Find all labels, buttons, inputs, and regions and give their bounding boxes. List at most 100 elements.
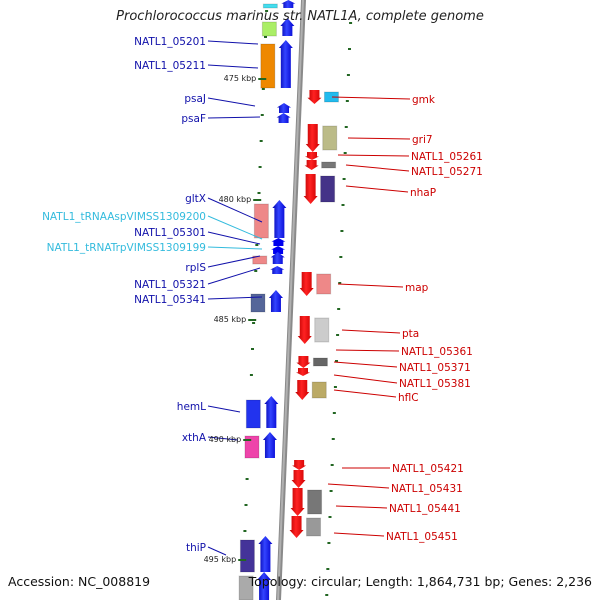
gene-arrow-forward[interactable]: [295, 380, 310, 400]
leader-line: [341, 329, 401, 334]
gene-label-left[interactable]: hemL: [177, 401, 206, 413]
gene-annotation-box[interactable]: [314, 317, 330, 343]
gene-annotation-box[interactable]: [245, 399, 261, 429]
minor-tick: [330, 464, 334, 466]
minor-tick: [327, 542, 331, 544]
gene-arrow-reverse[interactable]: [277, 103, 291, 113]
gene-arrow-reverse[interactable]: [270, 266, 285, 274]
scale-label: 495 kbp: [204, 555, 237, 564]
gene-arrow-reverse[interactable]: [278, 40, 293, 88]
gene-arrow-forward[interactable]: [305, 124, 320, 152]
minor-tick: [326, 568, 330, 570]
gene-arrow-forward[interactable]: [305, 152, 319, 160]
scale-label: 490 kbp: [209, 435, 242, 444]
gene-label-left[interactable]: psaF: [181, 113, 206, 125]
gene-label-left[interactable]: NATL1_05211: [134, 60, 206, 72]
leader-line: [337, 154, 410, 157]
gene-label-left[interactable]: NATL1_tRNAAspVIMSS1309200: [42, 211, 206, 223]
gene-arrow-forward[interactable]: [291, 470, 306, 488]
gene-arrow-forward[interactable]: [297, 316, 312, 344]
gene-annotation-box[interactable]: [312, 357, 328, 367]
gene-annotation-box[interactable]: [262, 3, 278, 9]
minor-tick: [245, 478, 249, 480]
gene-label-right[interactable]: NATL1_05381: [399, 378, 471, 390]
gene-label-left[interactable]: gltX: [185, 193, 206, 205]
gene-label-left[interactable]: NATL1_05341: [134, 294, 206, 306]
minor-tick: [254, 270, 258, 272]
gene-label-right[interactable]: NATL1_05451: [386, 531, 458, 543]
gene-arrow-reverse[interactable]: [271, 238, 286, 246]
leader-line: [207, 116, 261, 119]
gene-arrow-reverse[interactable]: [272, 200, 287, 238]
gene-label-left[interactable]: NATL1_05201: [134, 36, 206, 48]
gene-label-left[interactable]: psaJ: [184, 93, 206, 105]
minor-tick: [328, 516, 332, 518]
gene-label-right[interactable]: NATL1_05371: [399, 362, 471, 374]
gene-label-left[interactable]: thiP: [186, 542, 206, 554]
gene-annotation-box[interactable]: [260, 43, 276, 89]
gene-arrow-reverse[interactable]: [268, 290, 283, 312]
gene-label-left[interactable]: NATL1_05301: [134, 227, 206, 239]
gene-label-right[interactable]: NATL1_05441: [389, 503, 461, 515]
gene-arrow-reverse[interactable]: [258, 536, 273, 572]
leader-line: [347, 137, 411, 140]
gene-arrow-forward[interactable]: [296, 368, 310, 376]
gene-arrow-reverse[interactable]: [276, 113, 291, 123]
scale-tick: [238, 559, 247, 561]
gene-annotation-box[interactable]: [322, 125, 338, 151]
minor-tick: [325, 594, 329, 596]
leader-line: [207, 267, 261, 285]
gene-annotation-box[interactable]: [238, 575, 254, 600]
gene-arrow-reverse[interactable]: [270, 252, 285, 264]
minor-tick: [251, 348, 254, 350]
gene-label-right[interactable]: NATL1_05261: [411, 151, 483, 163]
gene-arrow-forward[interactable]: [290, 488, 305, 516]
gene-arrow-reverse[interactable]: [271, 246, 286, 254]
gene-label-right[interactable]: hflC: [398, 392, 419, 404]
gene-annotation-box[interactable]: [316, 273, 332, 295]
gene-arrow-reverse[interactable]: [280, 18, 295, 36]
gene-annotation-box[interactable]: [261, 21, 277, 37]
gene-label-right[interactable]: NATL1_05361: [401, 346, 473, 358]
leader-line: [333, 532, 385, 537]
gene-arrow-forward[interactable]: [307, 90, 322, 104]
gene-annotation-box[interactable]: [239, 539, 255, 573]
gene-arrow-forward[interactable]: [304, 160, 319, 170]
gene-label-right[interactable]: NATL1_05431: [391, 483, 463, 495]
gene-annotation-box[interactable]: [306, 517, 322, 537]
leader-line: [207, 405, 241, 413]
gene-annotation-box[interactable]: [307, 489, 323, 515]
gene-annotation-box[interactable]: [253, 203, 269, 239]
gene-arrow-forward[interactable]: [292, 460, 307, 470]
gene-label-left[interactable]: rplS: [185, 262, 206, 274]
leader-line: [335, 349, 400, 352]
gene-annotation-box[interactable]: [244, 435, 260, 459]
minor-tick: [252, 322, 256, 324]
gene-arrow-forward[interactable]: [289, 516, 304, 538]
gene-label-left[interactable]: NATL1_05321: [134, 279, 206, 291]
gene-arrow-reverse[interactable]: [281, 0, 296, 8]
gene-label-right[interactable]: gri7: [412, 134, 433, 146]
leader-line: [333, 361, 398, 368]
gene-arrow-reverse[interactable]: [257, 572, 272, 600]
gene-label-right[interactable]: NATL1_05421: [392, 463, 464, 475]
gene-annotation-box[interactable]: [250, 293, 266, 313]
gene-label-left[interactable]: NATL1_tRNATrpVIMSS1309199: [47, 242, 206, 254]
leader-line: [335, 505, 388, 509]
gene-arrow-forward[interactable]: [299, 272, 314, 296]
gene-arrow-forward[interactable]: [296, 356, 311, 368]
gene-label-right[interactable]: NATL1_05271: [411, 166, 483, 178]
gene-label-right[interactable]: gmk: [412, 94, 436, 106]
gene-label-right[interactable]: nhaP: [410, 187, 436, 199]
gene-label-left[interactable]: xthA: [182, 432, 207, 444]
gene-label-right[interactable]: pta: [402, 328, 419, 340]
genome-stats-text: Topology: circular; Length: 1,864,731 bp…: [248, 574, 592, 589]
gene-arrow-forward[interactable]: [303, 174, 318, 204]
gene-annotation-box[interactable]: [321, 161, 337, 169]
gene-annotation-box[interactable]: [311, 381, 327, 399]
gene-arrow-reverse[interactable]: [264, 396, 279, 428]
gene-annotation-box[interactable]: [320, 175, 336, 203]
gene-arrow-reverse[interactable]: [262, 432, 277, 458]
gene-label-right[interactable]: map: [405, 282, 429, 294]
